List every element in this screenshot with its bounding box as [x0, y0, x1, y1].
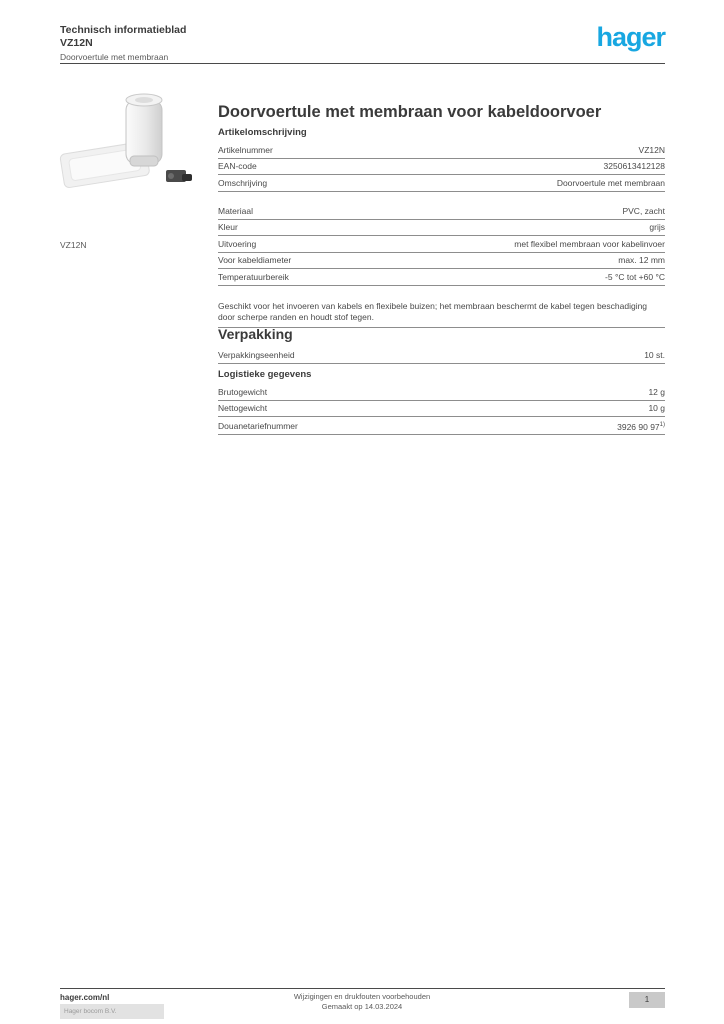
spec-value: met flexibel membraan voor kabelinvoer — [514, 238, 665, 249]
spec-value: PVC, zacht — [622, 205, 665, 216]
spec-value: VZ12N — [638, 144, 665, 155]
gland-body — [125, 93, 163, 167]
header-divider — [60, 63, 665, 64]
spec-label: Omschrijving — [218, 177, 268, 188]
spec-row: Omschrijving Doorvoertule met membraan — [218, 175, 665, 192]
product-photo — [58, 86, 206, 204]
footer-site-link[interactable]: hager.com/nl — [60, 993, 110, 1002]
spec-label: Materiaal — [218, 205, 253, 216]
spec-row: Voor kabeldiameter max. 12 mm — [218, 253, 665, 269]
section1-rows: Artikelnummer VZ12N EAN-code 32506134121… — [218, 142, 665, 192]
footer-address-box: Hager bocom B.V. — [60, 1004, 164, 1019]
header-line1: Technisch informatieblad — [60, 24, 187, 36]
spec-value: 3250613412128 — [603, 161, 665, 171]
spec-row: EAN-code 3250613412128 — [218, 159, 665, 175]
section-technical-data: Materiaal PVC, zacht Kleur grijs Uitvoer… — [218, 203, 665, 328]
spec-value: 10 st. — [644, 349, 665, 360]
footer-divider — [60, 988, 665, 989]
section-packaging: Verpakking Verpakkingseenheid 10 st. — [218, 326, 665, 364]
technical-note: Geschikt voor het invoeren van kabels en… — [218, 298, 665, 328]
footer-page-number: 1 — [629, 992, 665, 1008]
spec-value: 12 g — [648, 386, 665, 397]
spec-value: grijs — [649, 222, 665, 232]
spec-row: Uitvoering met flexibel membraan voor ka… — [218, 236, 665, 253]
section1-heading: Artikelomschrijving — [218, 127, 307, 138]
spec-label: Temperatuurbereik — [218, 271, 289, 282]
header-text-block: Technisch informatieblad VZ12N Doorvoert… — [60, 24, 280, 63]
spec-value: -5 °C tot +60 °C — [605, 271, 665, 282]
product-photo-drawing — [59, 93, 192, 188]
spec-label: Voor kabeldiameter — [218, 255, 292, 265]
spec-row: Douanetariefnummer 3926 90 971) — [218, 417, 665, 436]
section2-rows: Materiaal PVC, zacht Kleur grijs Uitvoer… — [218, 203, 665, 286]
footer-center-line1: Wijzigingen en drukfouten voorbehouden — [293, 992, 431, 1001]
header-line2: VZ12N — [60, 37, 93, 49]
footer-center-line2: Gemaakt op 14.03.2024 — [321, 1001, 403, 1011]
spec-label: Verpakkingseenheid — [218, 349, 295, 360]
spec-row: Nettogewicht 10 g — [218, 401, 665, 417]
spec-row: Materiaal PVC, zacht — [218, 203, 665, 220]
spec-value: 10 g — [648, 403, 665, 413]
spec-label: Artikelnummer — [218, 144, 273, 155]
spec-label: Douanetariefnummer — [218, 421, 298, 432]
spec-label: Kleur — [218, 222, 238, 232]
spec-row: Temperatuurbereik -5 °C tot +60 °C — [218, 269, 665, 286]
section-article-data: Artikelomschrijving Artikelnummer VZ12N … — [218, 127, 665, 192]
section4-rows: Brutogewicht 12 g Nettogewicht 10 g Doua… — [218, 384, 665, 436]
spec-label: Brutogewicht — [218, 386, 268, 397]
product-title: Doorvoertule met membraan voor kabeldoor… — [218, 103, 602, 122]
spec-value: 3926 90 971) — [617, 421, 665, 432]
header-subline: Doorvoertule met membraan — [60, 52, 169, 62]
hager-logo: hager — [596, 22, 666, 52]
footer-center-text: Wijzigingen en drukfouten voorbehouden G… — [262, 992, 462, 1011]
spec-label: Uitvoering — [218, 238, 257, 249]
small-fitting — [166, 170, 192, 182]
spec-value: max. 12 mm — [618, 255, 665, 265]
footnote-marker: 1) — [659, 421, 665, 428]
spec-label: EAN-code — [218, 161, 257, 171]
spec-row: Verpakkingseenheid 10 st. — [218, 347, 665, 364]
section3-heading: Verpakking — [218, 326, 293, 342]
section3-rows: Verpakkingseenheid 10 st. — [218, 347, 665, 364]
spec-label: Nettogewicht — [218, 403, 268, 413]
product-reference-caption: VZ12N — [60, 240, 87, 250]
spec-row: Artikelnummer VZ12N — [218, 142, 665, 159]
spec-value: Doorvoertule met membraan — [556, 177, 665, 188]
spec-row: Kleur grijs — [218, 220, 665, 236]
spec-row: Brutogewicht 12 g — [218, 384, 665, 401]
section4-heading: Logistieke gegevens — [218, 369, 312, 380]
section-logistics: Logistieke gegevens Brutogewicht 12 g Ne… — [218, 369, 665, 436]
